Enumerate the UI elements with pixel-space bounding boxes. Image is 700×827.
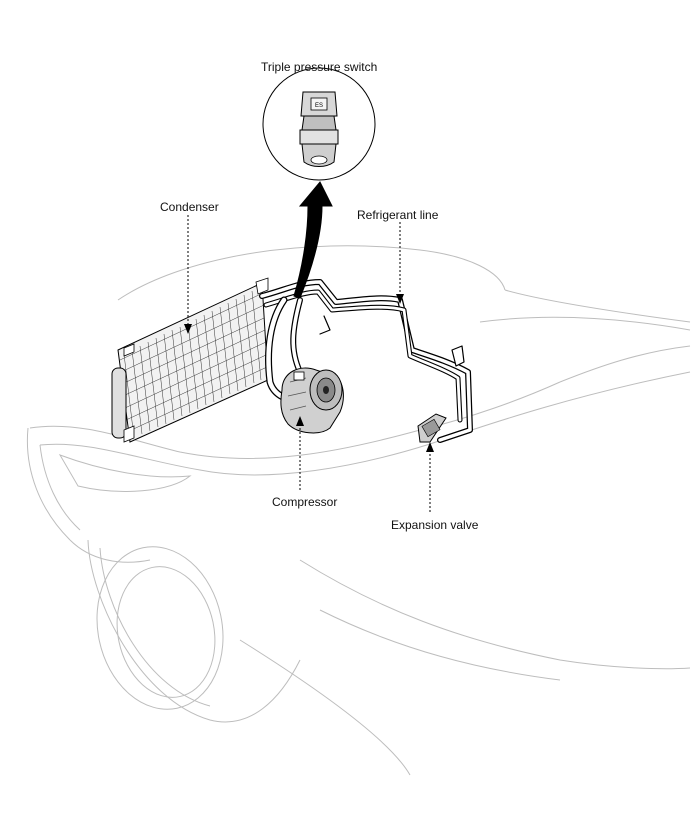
switch-detail-circle: ES [262,67,376,181]
triple-pressure-switch-label: Triple pressure switch [261,60,378,74]
leader-lines [187,215,431,514]
compressor-label: Compressor [272,495,338,509]
expansion-valve-label: Expansion valve [391,518,479,532]
condenser-unit [111,277,269,443]
svg-text:ES: ES [315,103,323,109]
refrigerant-line-label: Refrigerant line [357,208,439,222]
condenser-label: Condenser [160,200,219,214]
triple-pressure-switch-part: ES [299,91,339,167]
switch-location-arrow [293,181,333,299]
compressor-unit [280,367,344,434]
leader-arrowheads [184,294,434,452]
expansion-valve-unit [417,413,447,443]
car-body-outline [26,245,691,776]
condenser-fins [119,290,268,439]
